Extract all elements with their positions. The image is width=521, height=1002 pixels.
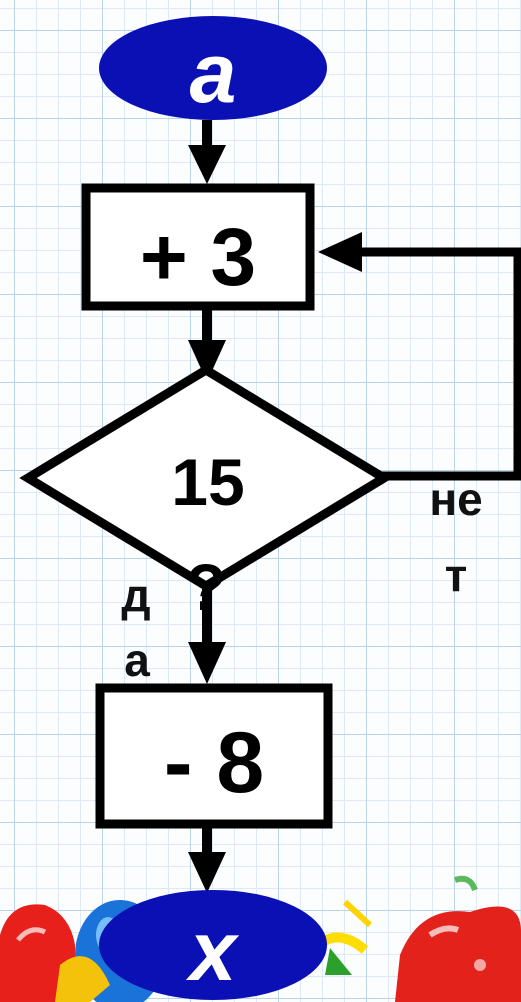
start-node-label: a [190,26,237,120]
condition-node-question-mark: ? [186,550,226,624]
condition-node-value: 15 [171,445,244,519]
yes-label-part1: д [121,569,150,621]
arrow-subtract-to-end [188,828,226,893]
no-label-part1: не [429,473,482,525]
start-node: a [99,16,327,120]
add-node: + 3 [86,188,310,306]
add-node-label: + 3 [140,212,256,303]
loop-back-path [318,232,518,476]
end-node-label: x [186,904,240,998]
end-node: x [99,890,327,1000]
no-label-part2: т [445,549,468,601]
subtract-node: - 8 [100,688,328,824]
arrow-start-to-add [188,120,226,184]
yes-label-part2: а [124,634,150,686]
subtract-node-label: - 8 [164,715,264,811]
